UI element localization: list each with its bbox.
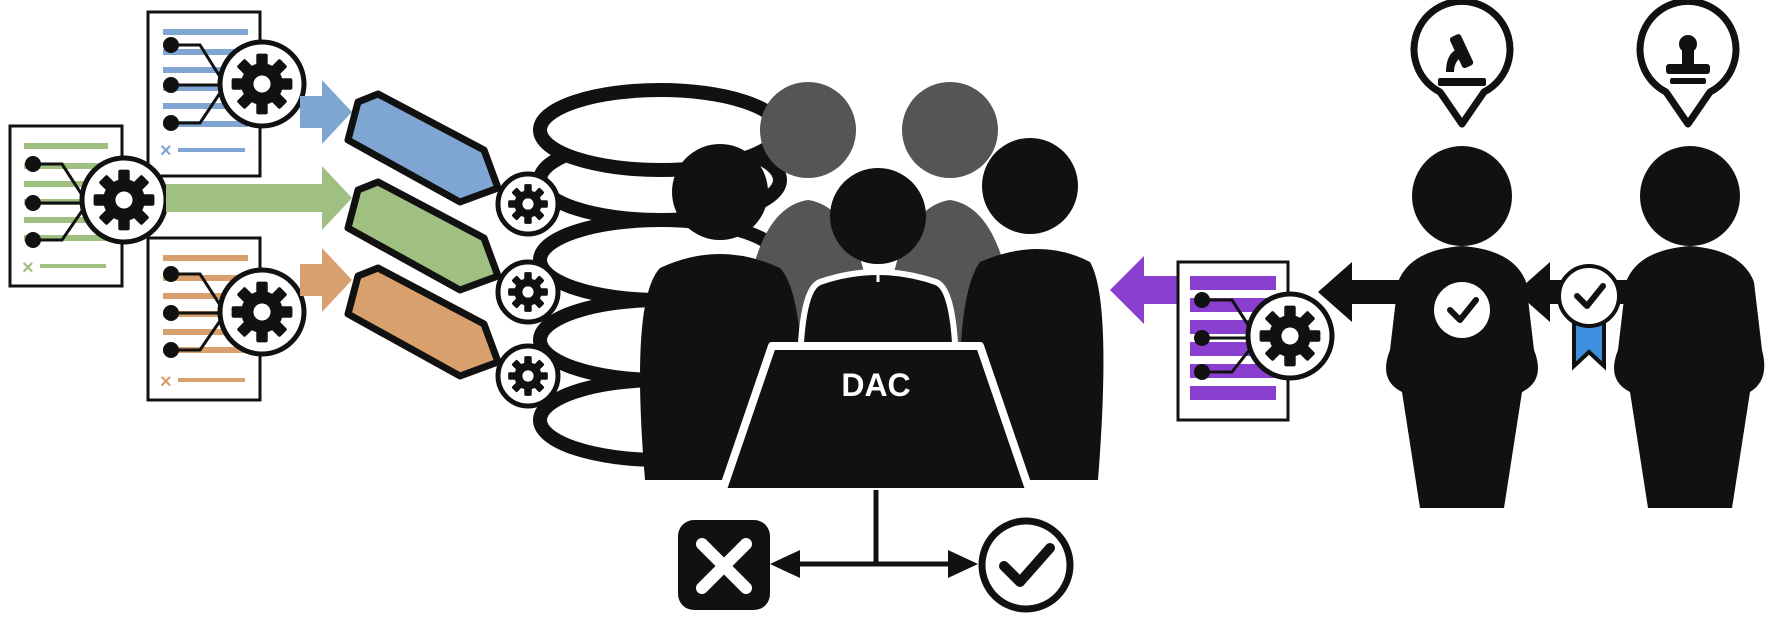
authority-person (1614, 146, 1765, 508)
stamp-icon (1636, 0, 1740, 128)
blue-tag-icon (344, 90, 502, 206)
request-document (1176, 260, 1332, 422)
purple-arrow (1110, 256, 1178, 324)
reject-icon (678, 520, 770, 610)
people-group-icon (640, 82, 1104, 496)
requester-arrow (1318, 262, 1404, 322)
decision-connector (770, 490, 978, 578)
microscope-icon (1410, 0, 1514, 128)
green-metadata-document: × (8, 124, 166, 288)
orange-tag-icon (344, 264, 502, 380)
green-arrow (166, 166, 352, 230)
green-tag-icon (344, 178, 502, 294)
svg-text:×: × (22, 257, 34, 279)
green-tag-gear-icon (498, 262, 558, 322)
approve-icon (978, 517, 1074, 613)
blue-arrow (300, 80, 352, 144)
dac-label: DAC (841, 367, 910, 403)
orange-tag-gear-icon (498, 346, 558, 406)
orange-metadata-document: × (146, 236, 304, 402)
blue-metadata-document: × (146, 10, 304, 178)
orange-arrow (300, 248, 352, 312)
svg-text:×: × (160, 140, 172, 162)
requester-person (1386, 146, 1538, 508)
svg-text:×: × (160, 371, 172, 393)
ribbon-check-icon (1557, 264, 1621, 371)
blue-tag-gear-icon (498, 174, 558, 234)
